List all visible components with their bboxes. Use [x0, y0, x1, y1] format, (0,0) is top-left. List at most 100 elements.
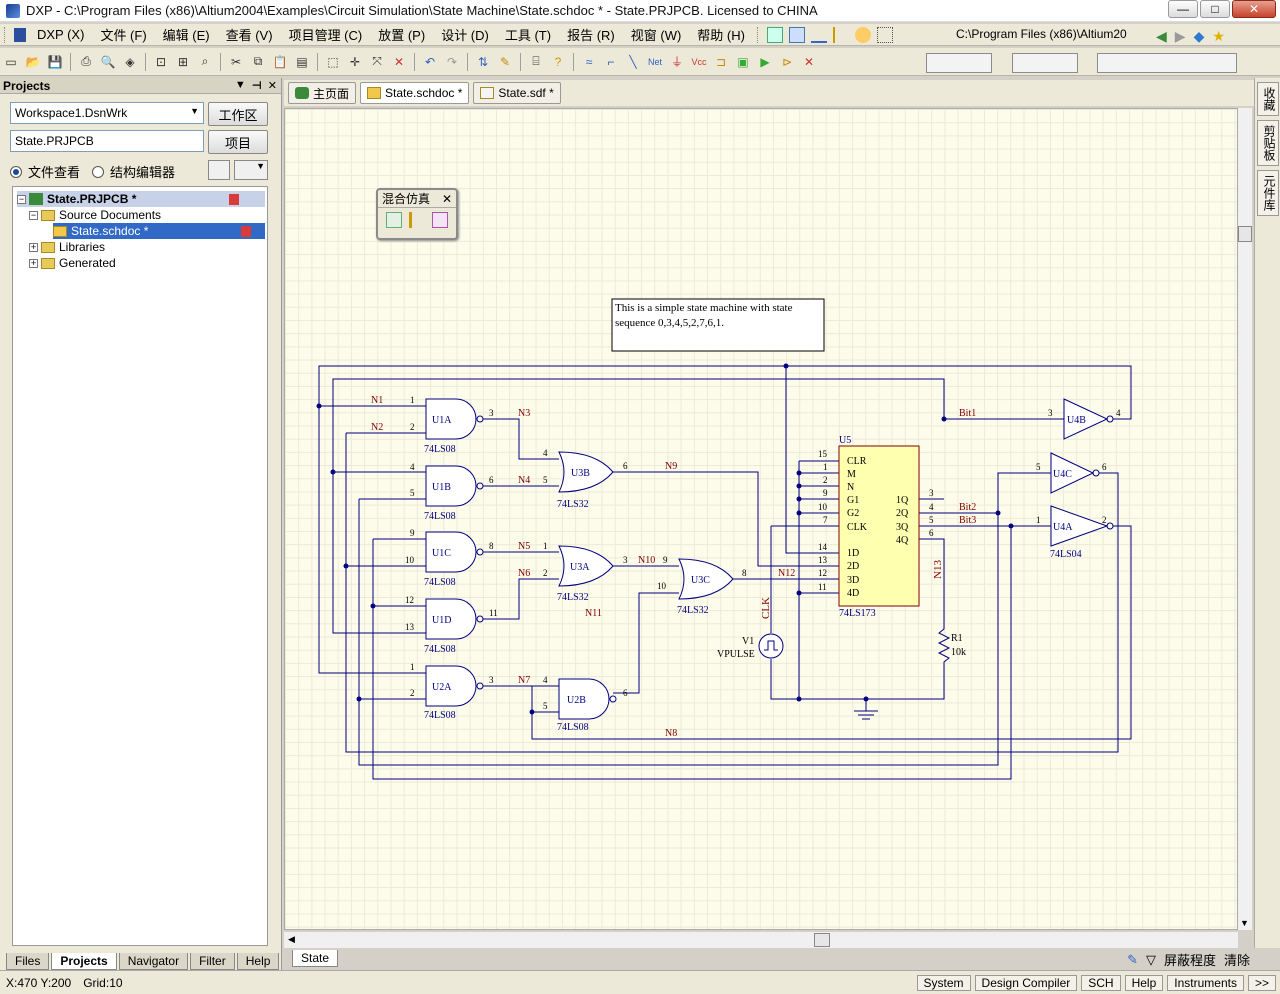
project-field[interactable]: State.PRJPCB [10, 130, 204, 152]
tab-state-sdf[interactable]: State.sdf * [473, 82, 561, 104]
collapse-icon[interactable]: − [17, 193, 26, 204]
expand-icon[interactable]: + [29, 257, 38, 268]
tab-state-schdoc[interactable]: State.schdoc * [360, 82, 470, 104]
forward-icon[interactable]: ▶ [1174, 28, 1186, 44]
place-bus-icon[interactable]: ⌐ [607, 54, 615, 69]
cut-icon[interactable]: ✂ [230, 54, 242, 69]
sim-netlist-icon[interactable] [432, 212, 449, 228]
place-port-icon[interactable] [788, 26, 805, 43]
tab-home-page[interactable]: 主页面 [288, 82, 357, 104]
zoom-fit-icon[interactable]: ⊡ [155, 54, 167, 69]
wiring-tools-icon[interactable] [766, 26, 783, 43]
no-erc-icon[interactable]: ✕ [803, 54, 815, 69]
gate-u3c[interactable] [678, 558, 734, 600]
minimize-button[interactable]: — [1168, 0, 1198, 18]
gate-u2a[interactable] [425, 665, 477, 707]
favorites-icon[interactable]: ★ [1212, 28, 1225, 44]
workspace-button[interactable]: 工作区 [208, 102, 268, 126]
gate-u1a[interactable] [425, 398, 477, 440]
undo-icon[interactable]: ↶ [424, 54, 436, 69]
gate-u1d[interactable] [425, 598, 477, 640]
simulate-icon[interactable] [854, 26, 871, 43]
gate-u2b[interactable] [558, 678, 610, 720]
toolbar-combo-1[interactable] [926, 53, 992, 73]
gate-u3b[interactable] [558, 451, 614, 493]
scroll-down-icon[interactable]: ▼ [1240, 918, 1249, 928]
gate-u4a[interactable] [1050, 505, 1109, 547]
menu-help[interactable]: 帮助 (H) [697, 28, 745, 43]
pin-icon[interactable]: ⊣ [251, 80, 262, 92]
menu-file[interactable]: 文件 (F) [100, 28, 147, 43]
menu-tools[interactable]: 工具 (T) [504, 28, 552, 43]
sheet-tab-state[interactable]: State [292, 950, 339, 967]
maximize-button[interactable]: □ [1200, 0, 1230, 18]
help-button[interactable]: Help [1124, 974, 1164, 991]
horizontal-scrollbar[interactable]: ◀ [284, 932, 1238, 948]
schematic-sheet[interactable]: This is a simple state machine with stat… [284, 108, 1238, 930]
file-view-radio[interactable] [10, 165, 22, 178]
compile-icon[interactable]: ◈ [125, 54, 135, 69]
library-browse-icon[interactable]: ⌸ [532, 54, 540, 68]
toolbar-combo-2[interactable] [1012, 53, 1078, 73]
struct-editor-radio[interactable] [92, 165, 105, 178]
tab-navigator[interactable]: Navigator [118, 953, 189, 970]
gate-u1b[interactable] [425, 465, 477, 507]
help-advisor-icon[interactable]: ? [554, 54, 562, 69]
tree-schdoc[interactable]: State.schdoc * [53, 223, 265, 239]
menu-dxp[interactable]: DXP (X) [37, 27, 85, 42]
print-preview-icon[interactable]: 🔍 [100, 54, 116, 69]
toolbar-combo-3[interactable] [1097, 53, 1237, 73]
collapse-icon[interactable]: − [29, 209, 38, 220]
menu-reports[interactable]: 报告 (R) [567, 28, 615, 43]
sim-setup-icon[interactable] [408, 212, 425, 228]
move-icon[interactable]: ✛ [349, 54, 361, 69]
gate-u4b[interactable] [1063, 398, 1109, 440]
mask-level-button[interactable]: 屏蔽程度 [1163, 953, 1216, 968]
menu-place[interactable]: 放置 (P) [378, 28, 426, 43]
menu-view[interactable]: 查看 (V) [225, 28, 273, 43]
power-port-icon[interactable] [810, 27, 827, 43]
horizontal-scroll-thumb[interactable] [814, 933, 830, 947]
save-icon[interactable]: 💾 [47, 54, 63, 69]
sheet-symbol-icon[interactable]: ▣ [737, 54, 749, 69]
more-panels-button[interactable]: >> [1247, 974, 1276, 991]
place-wire-icon[interactable]: ≈ [585, 54, 593, 69]
print-icon[interactable]: ⎙ [81, 54, 91, 68]
vpulse-source[interactable] [758, 633, 784, 659]
open-icon[interactable]: 📂 [25, 54, 41, 69]
vcc-icon[interactable]: Vcc [691, 56, 707, 67]
filter-icon[interactable]: ▽ [1145, 951, 1156, 967]
close-button[interactable]: ✕ [1232, 0, 1276, 18]
workspace-select[interactable]: Workspace1.DsnWrk ▼ [10, 102, 204, 124]
system-button[interactable]: System [916, 974, 971, 991]
panel-menu-icon[interactable]: ▼ [234, 79, 246, 91]
tab-clipboard[interactable]: 剪贴板 [1257, 120, 1279, 166]
vertical-scroll-thumb[interactable] [1238, 226, 1252, 242]
grid-icon[interactable] [876, 26, 893, 43]
menu-edit[interactable]: 编辑 (E) [162, 28, 210, 43]
gate-u3a[interactable] [558, 545, 614, 587]
panel-close-icon[interactable]: ✕ [267, 80, 277, 92]
vertical-scrollbar[interactable]: ▼ [1238, 108, 1252, 930]
pencil-icon[interactable]: ✎ [1127, 951, 1138, 967]
menu-window[interactable]: 视窗 (W) [630, 28, 682, 43]
tree-root-row[interactable]: − State.PRJPCB * [17, 191, 265, 207]
close-icon[interactable]: ✕ [441, 191, 452, 206]
place-port2-icon[interactable]: ⊳ [781, 54, 793, 69]
clear-button[interactable]: 清除 [1223, 953, 1250, 968]
tree-libraries[interactable]: + Libraries [29, 240, 106, 254]
place-part-icon[interactable]: ⊐ [715, 54, 727, 69]
zoom-selected-icon[interactable]: ⌕ [201, 54, 209, 68]
sheet-entry-icon[interactable]: ▶ [760, 54, 770, 69]
design-compiler-button[interactable]: Design Compiler [974, 974, 1078, 991]
rubber-stamp-icon[interactable]: ▤ [296, 54, 308, 69]
tab-filter[interactable]: Filter [190, 953, 235, 970]
compile-project-button[interactable] [208, 160, 230, 180]
hierarchy-icon[interactable]: ⇅ [477, 54, 489, 69]
back-icon[interactable]: ◀ [1156, 28, 1167, 44]
resistor-r1[interactable] [937, 621, 951, 671]
paste-icon[interactable]: 📋 [272, 54, 288, 69]
tab-libraries[interactable]: 元件库 [1257, 170, 1279, 216]
redo-icon[interactable]: ↷ [446, 54, 458, 69]
scroll-left-icon[interactable]: ◀ [288, 934, 295, 944]
